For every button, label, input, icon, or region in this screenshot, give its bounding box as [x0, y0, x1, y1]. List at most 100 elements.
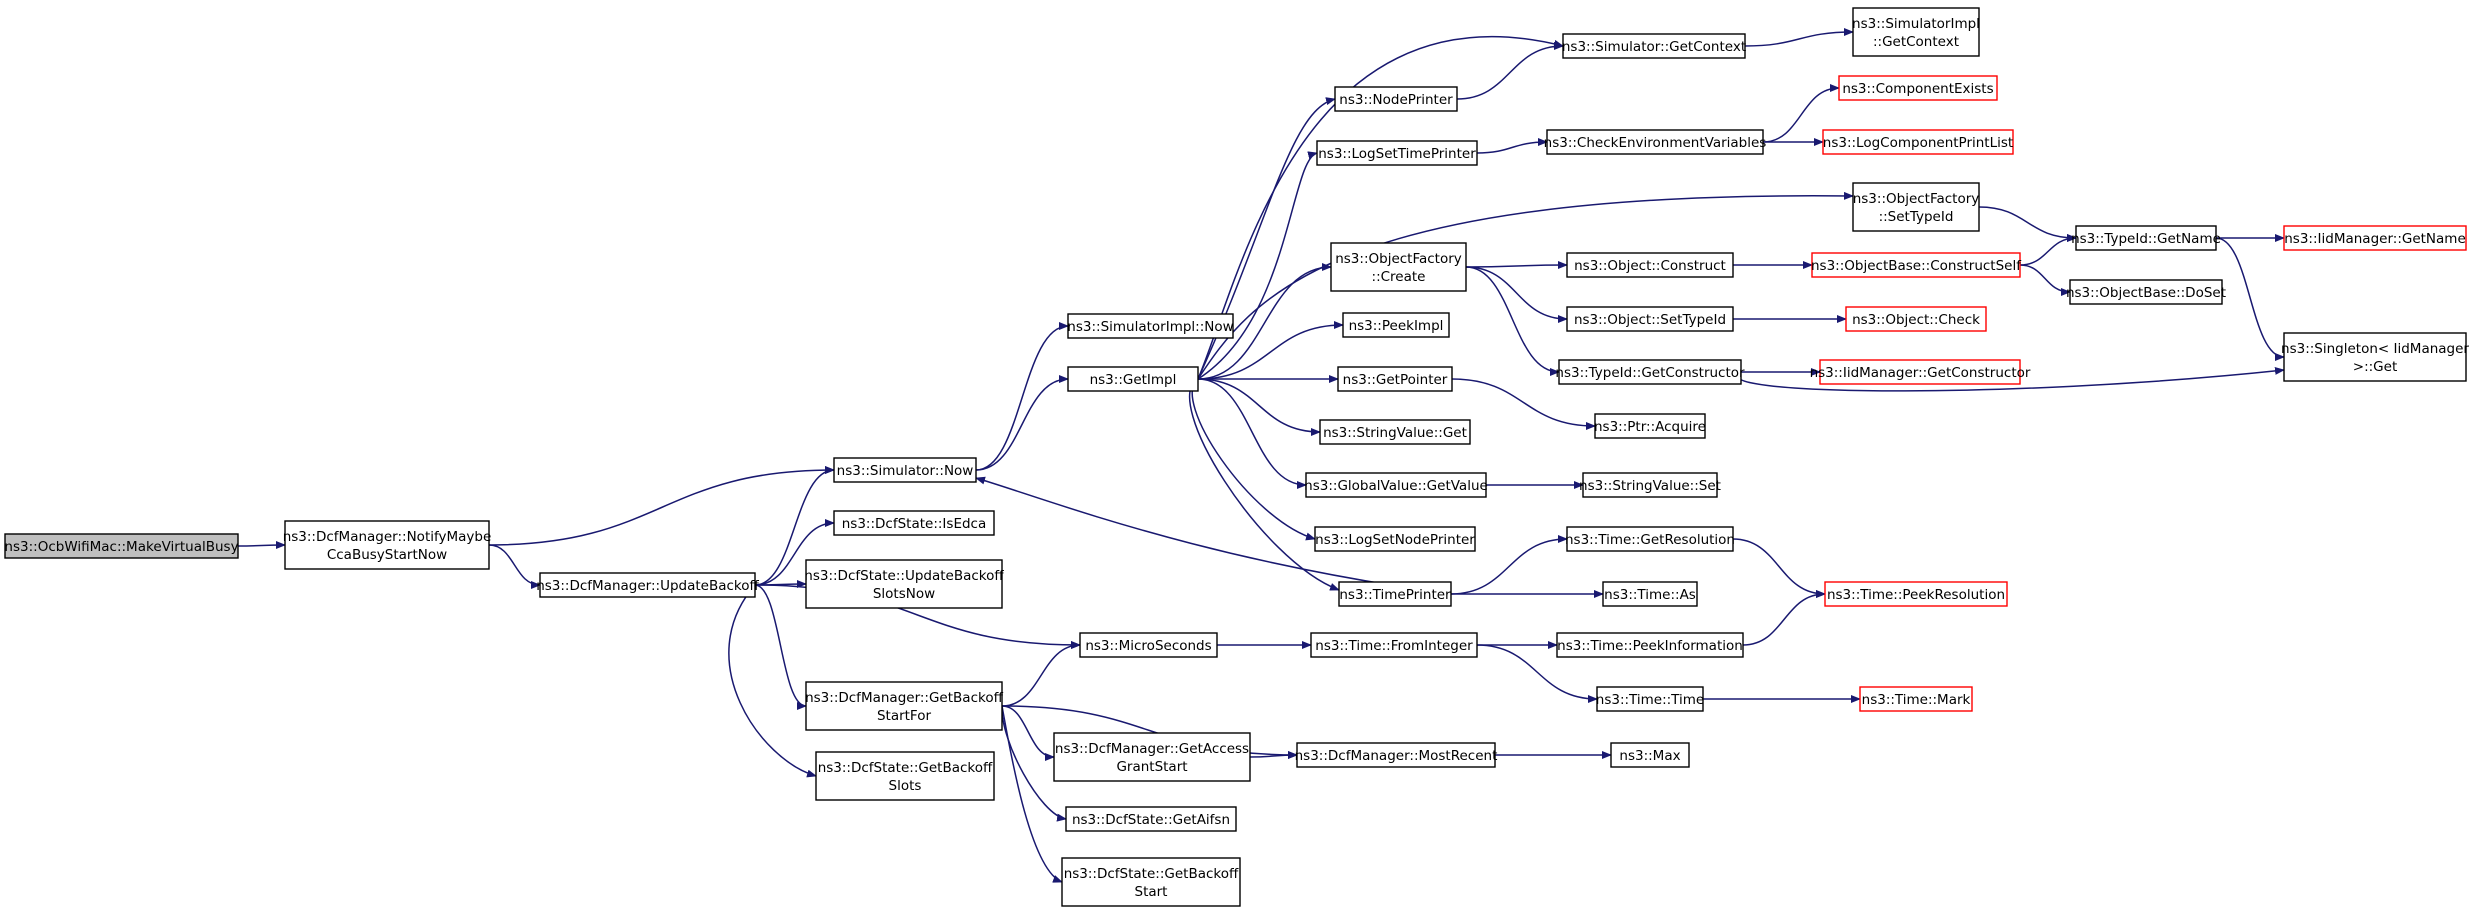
function-node[interactable]: ns3::IidManager::GetName	[2283, 225, 2467, 251]
function-node[interactable]: ns3::Singleton< IidManager>::Get	[2281, 332, 2469, 382]
node-box	[1319, 419, 1471, 445]
function-node[interactable]: ns3::CheckEnvironmentVariables	[1544, 129, 1767, 155]
edge-group	[1197, 378, 1307, 489]
function-node[interactable]: ns3::Time::Time	[1596, 686, 1704, 712]
function-node[interactable]: ns3::Object::SetTypeId	[1566, 306, 1734, 332]
node-label: ns3::SimulatorImpl	[1852, 16, 1980, 32]
function-node[interactable]: ns3::Time::PeekResolution	[1824, 581, 2008, 607]
edge-group	[1001, 705, 1055, 761]
node-label: >::Get	[2353, 359, 2397, 375]
function-node[interactable]: ns3::ObjectBase::ConstructSelf	[1811, 252, 2022, 278]
function-node[interactable]: ns3::Time::GetResolution	[1565, 526, 1735, 552]
function-node[interactable]: ns3::Max	[1610, 742, 1690, 768]
function-node[interactable]: ns3::LogSetTimePrinter	[1316, 140, 1478, 166]
function-node[interactable]: ns3::ObjectFactory::SetTypeId	[1852, 182, 1980, 232]
call-edge	[1762, 84, 1840, 143]
function-node[interactable]: ns3::TypeId::GetName	[2071, 225, 2221, 251]
function-node[interactable]: ns3::SimulatorImpl::GetContext	[1852, 7, 1980, 57]
call-edge	[728, 584, 817, 778]
function-node[interactable]: ns3::Time::FromInteger	[1310, 632, 1478, 658]
edge-group	[1744, 28, 1854, 47]
node-label: ns3::Time::GetResolution	[1565, 532, 1735, 548]
function-node[interactable]: ns3::MicroSeconds	[1079, 632, 1218, 658]
function-node[interactable]: ns3::Simulator::GetContext	[1562, 33, 1746, 59]
function-node[interactable]: ns3::Simulator::Now	[833, 457, 977, 483]
function-node[interactable]: ns3::OcbWifiMac::MakeVirtualBusy	[4, 533, 239, 559]
function-node[interactable]: ns3::ObjectFactory::Create	[1330, 242, 1467, 292]
edge-group	[1476, 138, 1548, 154]
function-node[interactable]: ns3::Time::PeekInformation	[1556, 632, 1744, 658]
edge-group	[488, 466, 835, 546]
function-node[interactable]: ns3::DcfState::GetAifsn	[1065, 806, 1237, 832]
function-node[interactable]: ns3::Object::Construct	[1566, 252, 1734, 278]
function-node[interactable]: ns3::StringValue::Get	[1319, 419, 1471, 445]
edge-group	[1197, 191, 1854, 380]
node-label: ::SetTypeId	[1879, 209, 1954, 225]
node-box	[1330, 242, 1467, 292]
edge-group	[1001, 641, 1081, 707]
edge-group	[2019, 234, 2077, 266]
node-box	[1342, 312, 1450, 338]
function-node[interactable]: ns3::LogComponentPrintList	[1822, 129, 2014, 155]
call-edge	[1197, 378, 1307, 489]
function-node[interactable]: ns3::GlobalValue::GetValue	[1304, 472, 1488, 498]
node-box	[1558, 359, 1742, 385]
node-box	[1061, 857, 1241, 907]
function-node[interactable]: ns3::Ptr::Acquire	[1594, 413, 1706, 439]
node-label: GrantStart	[1116, 759, 1187, 775]
function-node[interactable]: ns3::GetPointer	[1337, 366, 1453, 392]
node-label: ns3::DcfState::GetAifsn	[1072, 812, 1230, 828]
node-box	[1602, 581, 1698, 607]
call-edge	[1742, 590, 1826, 646]
function-node[interactable]: ns3::DcfManager::MostRecent	[1295, 742, 1498, 768]
call-edge	[2019, 264, 2071, 296]
node-label: ns3::Time::PeekResolution	[1827, 587, 2005, 603]
function-node[interactable]: ns3::TimePrinter	[1338, 581, 1452, 607]
node-label: ns3::Time::Mark	[1862, 692, 1971, 708]
function-node[interactable]: ns3::StringValue::Set	[1579, 472, 1721, 498]
node-box	[2283, 332, 2467, 382]
node-label: ns3::DcfState::UpdateBackoff	[804, 568, 1004, 584]
node-label: ::Create	[1372, 269, 1426, 285]
call-edge	[2215, 237, 2285, 361]
function-node[interactable]: ns3::GetImpl	[1067, 366, 1199, 392]
edge-group	[1197, 321, 1344, 380]
call-edge	[1197, 263, 1332, 380]
node-box	[1562, 33, 1746, 59]
node-box	[1594, 413, 1706, 439]
function-node[interactable]: ns3::DcfManager::UpdateBackoff	[536, 572, 760, 598]
call-edge	[488, 466, 835, 546]
node-box	[1566, 252, 1734, 278]
function-node[interactable]: ns3::PeekImpl	[1342, 312, 1450, 338]
function-node[interactable]: ns3::DcfState::IsEdca	[833, 510, 995, 536]
edge-group	[2019, 264, 2071, 296]
function-node[interactable]: ns3::TypeId::GetConstructor	[1555, 359, 1745, 385]
function-node[interactable]: ns3::IidManager::GetConstructor	[1810, 359, 2031, 385]
function-node[interactable]: ns3::NodePrinter	[1334, 86, 1458, 112]
call-edge	[1001, 641, 1081, 707]
node-label: ns3::NodePrinter	[1339, 92, 1453, 108]
node-label: ns3::IidManager::GetName	[2284, 231, 2466, 247]
edge-group	[728, 584, 817, 778]
node-label: ns3::Time::FromInteger	[1315, 638, 1473, 654]
function-node[interactable]: ns3::SimulatorImpl::Now	[1067, 313, 1234, 339]
node-label: ns3::OcbWifiMac::MakeVirtualBusy	[4, 539, 238, 555]
node-label: ns3::TimePrinter	[1339, 587, 1451, 603]
call-edge	[2019, 234, 2077, 266]
function-node[interactable]: ns3::Object::Check	[1845, 306, 1987, 332]
edge-group	[488, 544, 541, 589]
function-node[interactable]: ns3::ObjectBase::DoSet	[2066, 279, 2226, 305]
function-node[interactable]: ns3::Time::Mark	[1859, 686, 1973, 712]
node-box	[1334, 86, 1458, 112]
function-node[interactable]: ns3::ComponentExists	[1838, 75, 1998, 101]
function-node[interactable]: ns3::Time::As	[1602, 581, 1698, 607]
function-node[interactable]: ns3::LogSetNodePrinter	[1314, 526, 1476, 552]
function-node[interactable]: ns3::DcfManager::NotifyMaybeCcaBusyStart…	[283, 520, 492, 570]
call-edge	[1197, 191, 1854, 380]
node-box	[539, 572, 756, 598]
